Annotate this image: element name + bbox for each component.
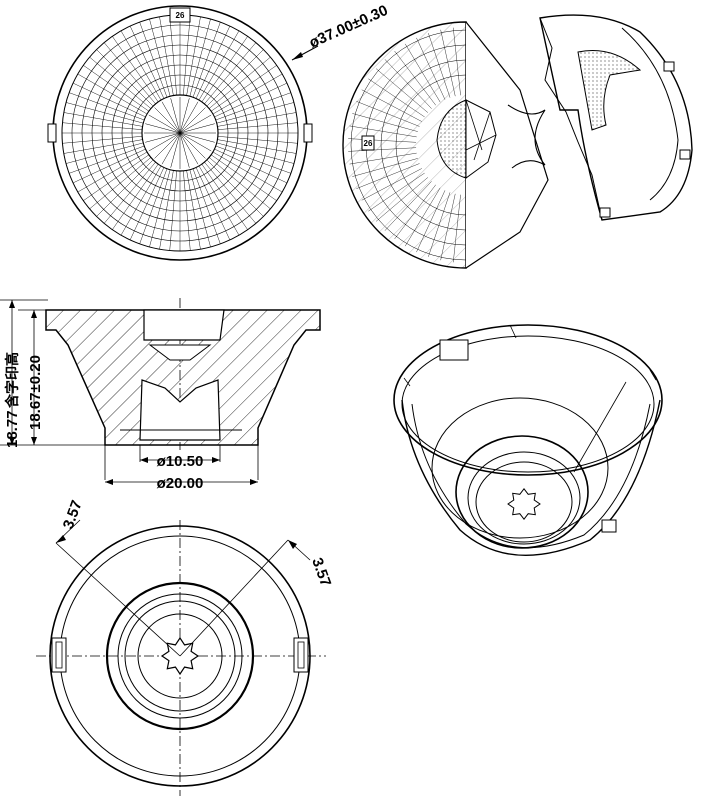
center-star-rays [144,97,216,169]
side-section-tag: 26 [364,139,373,148]
offset-left-label: 3.57 [60,498,86,531]
side-section-view: ø10.50 ø20.00 18.77 含字印高 18.67±0.20 [0,298,321,492]
outer-diameter-label: ø37.00±0.30 [307,2,391,52]
perspective-star-aperture [507,487,541,521]
inner-diameter-large-label: ø20.00 [157,475,204,492]
cut-perspective-view [539,14,693,221]
perspective-bottom-view [393,324,663,556]
height-overall-note: 含字印高 [4,352,21,408]
inner-diameter-small-label: ø10.50 [157,453,204,470]
half-section-3d-view: 26 [342,21,549,269]
offset-right-label: 3.57 [308,556,334,589]
top-view: 26 ø37.00±0.30 [47,2,391,261]
height-overall-label: 18.77 [4,410,21,448]
bottom-view: 3.57 3.57 [36,498,334,796]
facet-rays [62,15,298,251]
height-body-label: 18.67±0.20 [27,355,44,430]
top-view-tag: 26 [176,11,185,20]
